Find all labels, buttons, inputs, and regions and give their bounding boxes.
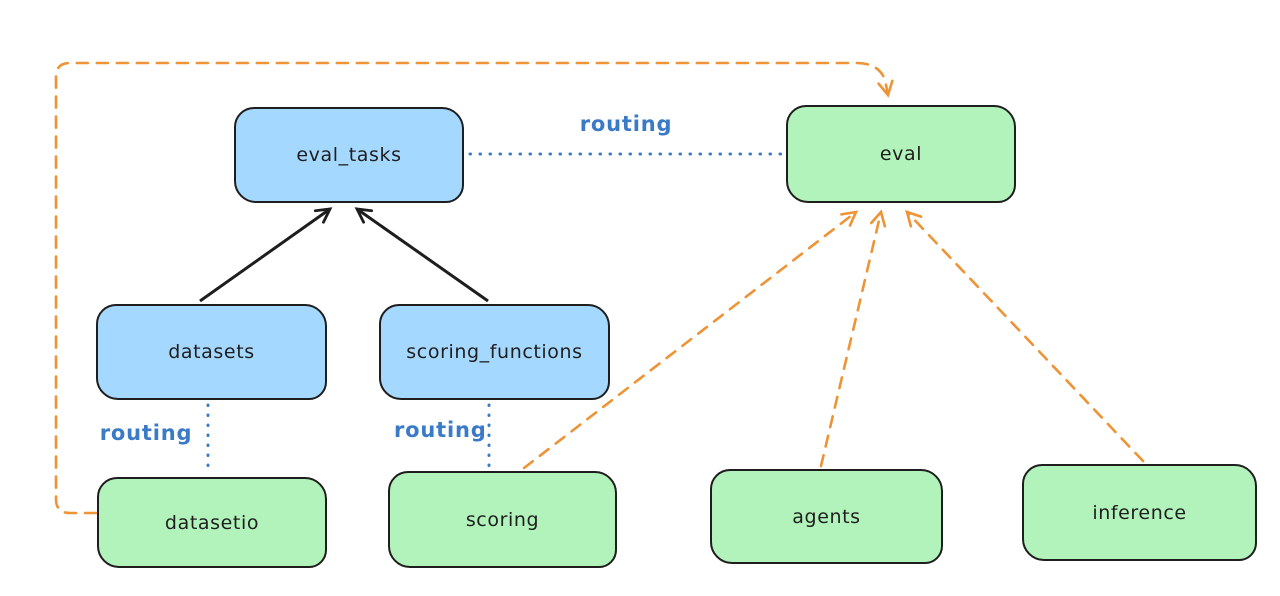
node-label-datasets: datasets (168, 341, 255, 363)
routing-label-datasets-datasetio: routing (99, 421, 193, 445)
node-label-scoring-functions: scoring_functions (406, 341, 583, 363)
edge-datasets-to-eval-tasks (199, 207, 333, 303)
node-label-eval-tasks: eval_tasks (296, 144, 402, 166)
node-label-scoring: scoring (465, 508, 540, 531)
edge-datasetio-to-eval (54, 61, 894, 515)
node-label-agents: agents (792, 505, 861, 528)
node-scoring-functions: scoring_functions (379, 304, 610, 400)
routing-label-scoring-functions-scoring: routing (394, 418, 487, 442)
node-eval-tasks: eval_tasks (234, 107, 464, 203)
routing-label-eval-tasks-eval: routing (579, 112, 673, 136)
node-label-datasetio: datasetio (164, 511, 260, 534)
edge-agents-to-eval (819, 209, 887, 468)
node-agents: agents (710, 469, 943, 564)
node-label-eval: eval (879, 143, 923, 165)
node-scoring: scoring (388, 471, 617, 568)
node-label-inference: inference (1092, 501, 1187, 524)
node-datasets: datasets (96, 304, 327, 400)
edge-inference-to-eval (905, 210, 1145, 463)
node-inference: inference (1022, 464, 1257, 561)
node-datasetio: datasetio (97, 477, 327, 568)
node-eval: eval (786, 105, 1016, 203)
edge-scoring-to-eval (522, 210, 859, 470)
edge-scoring-functions-to-eval-tasks (354, 207, 489, 303)
